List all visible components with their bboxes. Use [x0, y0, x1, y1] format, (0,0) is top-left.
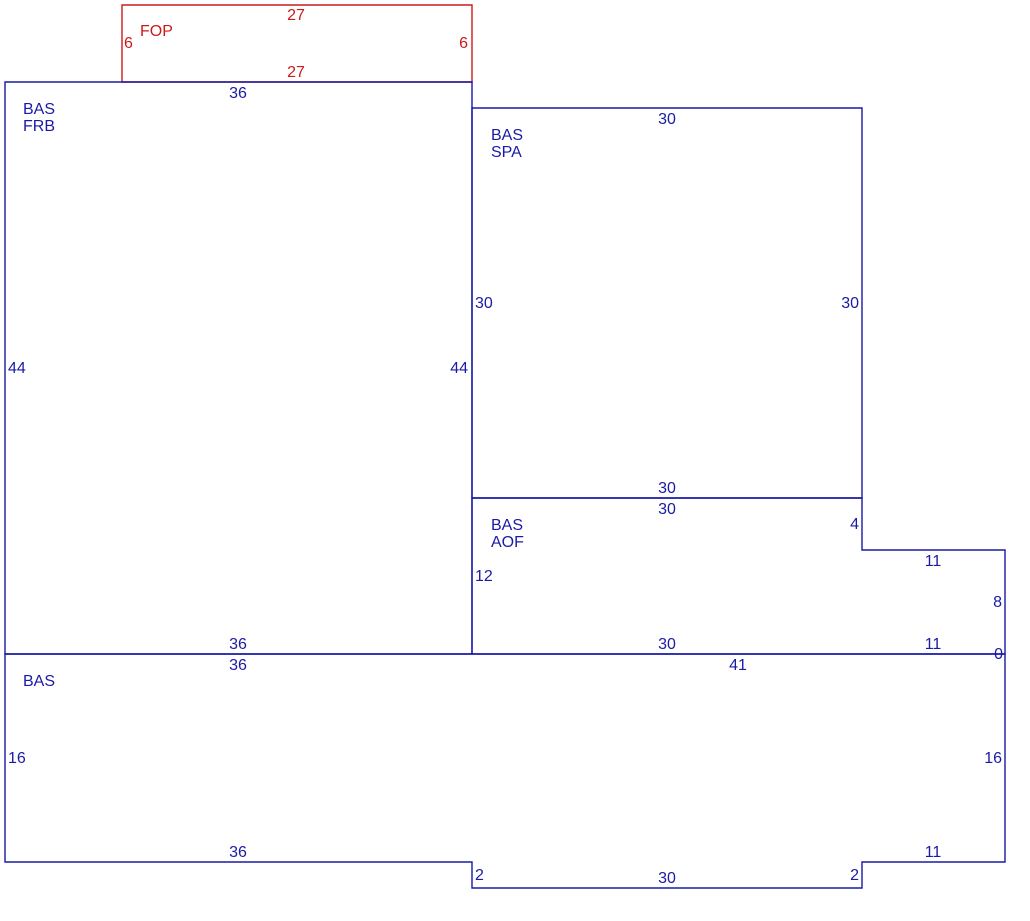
spa-dim-right: 30 — [841, 295, 859, 312]
bas-dim-notch-right: 2 — [850, 867, 859, 884]
fop-dim-bottom: 27 — [287, 64, 305, 81]
area-spa: BAS SPA 30 30 30 30 — [471, 107, 863, 499]
aof-dim-top: 30 — [658, 501, 676, 518]
aof-dim-left: 12 — [475, 568, 493, 585]
spa-dim-bottom: 30 — [658, 480, 676, 497]
frb-dim-top: 36 — [229, 85, 247, 102]
spa-dim-top: 30 — [658, 111, 676, 128]
spa-dim-left: 30 — [475, 295, 493, 312]
frb-label-line-2: FRB — [23, 118, 55, 135]
fop-dim-right: 6 — [459, 35, 468, 52]
aof-label-line-1: BAS — [491, 517, 523, 534]
aof-dim-bottom: 30 — [658, 636, 676, 653]
area-frb: BAS FRB 36 36 44 44 — [4, 81, 473, 655]
spa-outline — [471, 107, 863, 499]
aof-dim-step-bottom: 11 — [925, 636, 942, 653]
bas-dim-left: 16 — [8, 750, 26, 767]
aof-dim-right: 8 — [993, 594, 1002, 611]
area-fop: FOP 27 27 6 6 — [121, 4, 473, 83]
fop-dim-left: 6 — [124, 35, 133, 52]
bas-outline — [4, 653, 1006, 889]
fop-label: FOP — [140, 23, 173, 40]
aof-dim-right-upper: 4 — [850, 516, 859, 533]
bas-dim-right: 16 — [984, 750, 1002, 767]
bas-dim-notch-left: 2 — [475, 867, 484, 884]
bas-label: BAS — [23, 673, 55, 690]
bas-dim-top-right: 41 — [729, 657, 747, 674]
frb-dim-bottom: 36 — [229, 636, 247, 653]
frb-dim-right: 44 — [450, 360, 468, 377]
bas-dim-bottom-right: 11 — [925, 844, 942, 861]
spa-label-line-1: BAS — [491, 127, 523, 144]
frb-label-line-1: BAS — [23, 101, 55, 118]
fop-dim-top: 27 — [287, 7, 305, 24]
area-bas: BAS 36 41 16 16 36 2 30 2 11 — [4, 653, 1006, 889]
aof-label-line-2: AOF — [491, 534, 524, 551]
frb-outline — [4, 81, 473, 655]
bas-dim-bottom-left: 36 — [229, 844, 247, 861]
aof-dim-step-top: 11 — [925, 553, 942, 570]
bas-dim-top-left: 36 — [229, 657, 247, 674]
aof-outline — [471, 497, 1006, 655]
spa-label-line-2: SPA — [491, 144, 522, 161]
bas-dim-notch-bottom: 30 — [658, 870, 676, 887]
area-aof: BAS AOF 30 12 4 11 8 11 30 0 — [471, 497, 1006, 663]
frb-dim-left: 44 — [8, 360, 26, 377]
